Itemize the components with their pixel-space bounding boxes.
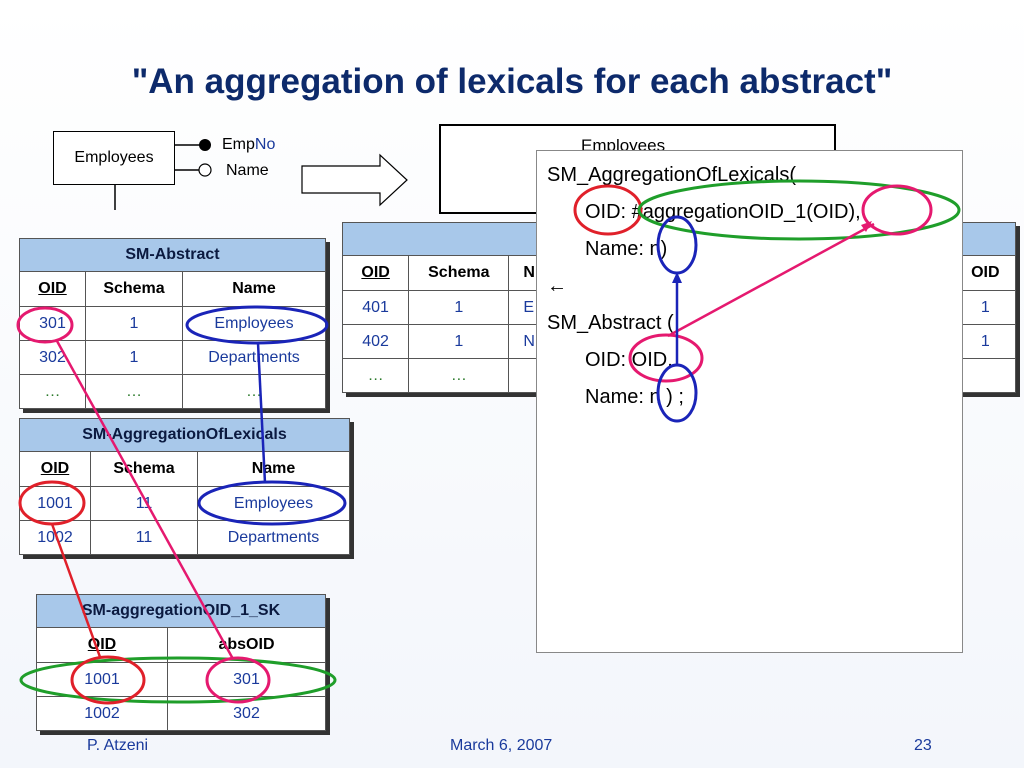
blue-link-abstract-to-aggregation (256, 342, 267, 484)
col-header: Schema (85, 271, 183, 307)
slide-title: "An aggregation of lexicals for each abs… (131, 62, 893, 101)
green-circle-rule-skolem (637, 179, 961, 241)
table-cell: 1001 (36, 662, 168, 697)
table-cell: 1 (85, 306, 183, 341)
col-header: Name (197, 451, 350, 487)
table-sm-aggregation-of-lexicals: SM-AggregationOfLexicals OID Schema Name… (19, 418, 350, 555)
blue-circle-rule-body-n (656, 363, 698, 423)
pink-circle-rule-oid-arg (861, 184, 933, 236)
transform-arrow-icon (301, 153, 408, 207)
pink-circle-abstract-oid (16, 306, 74, 344)
rule-head-oid: OID: #aggregationOID_1(OID), (585, 201, 861, 223)
table-cell: 1002 (19, 520, 91, 555)
blue-circle-aggregation-name (197, 480, 347, 526)
blue-circle-rule-head-n (656, 215, 698, 275)
red-link-aggregation-to-sk (50, 523, 102, 658)
col-header: Schema (408, 255, 510, 291)
col-header: OID (19, 271, 86, 307)
er-entity-employees: Employees (53, 131, 175, 185)
table-cell: … (19, 374, 86, 409)
table-cell: Employees (197, 486, 350, 521)
table-cell: Departments (182, 340, 326, 375)
col-header: absOID (167, 627, 326, 663)
red-circle-rule-oid (573, 184, 643, 236)
footer-author: P. Atzeni (87, 737, 149, 754)
pink-circle-rule-body-oid (628, 333, 704, 383)
table-sm-abstract: SM-Abstract OID Schema Name 301 1 Employ… (19, 238, 326, 409)
col-header: Name (182, 271, 326, 307)
attribute-dot (198, 163, 212, 177)
table-cell: … (341, 358, 410, 393)
arrowhead-icon (861, 221, 872, 232)
table-title: SM-Abstract (19, 238, 326, 272)
table-cell: … (408, 358, 510, 393)
pink-circle-sk-absoid (205, 656, 271, 704)
pink-link-abstract-to-sk (55, 340, 235, 660)
rule-head: SM_AggregationOfLexicals( (547, 164, 797, 186)
table-cell: 401 (341, 290, 410, 325)
footer-date: March 6, 2007 (450, 737, 553, 754)
red-circle-aggregation-oid (18, 480, 86, 526)
table-cell: … (182, 374, 326, 409)
table-cell: Departments (197, 520, 350, 555)
key-attribute-dot (199, 139, 211, 151)
table-cell: 11 (90, 520, 198, 555)
col-header: OID (341, 255, 410, 291)
attr-name: Name (226, 162, 269, 179)
table-cell: 1 (954, 324, 1017, 359)
table-cell: 302 (167, 696, 326, 731)
pink-link-body-to-head (667, 222, 875, 338)
arrowhead-icon (672, 272, 682, 283)
red-circle-sk-oid (70, 655, 146, 705)
table-cell: 1 (408, 290, 510, 325)
table-cell: 1 (85, 340, 183, 375)
table-title: SM-AggregationOfLexicals (19, 418, 350, 452)
rule-arrow: ← (547, 275, 567, 297)
rule-body: SM_Abstract ( (547, 312, 674, 334)
attr-empno: EmpNo (222, 136, 276, 153)
rule-head-name: Name: n) (585, 238, 668, 260)
green-circle-sk-row (19, 656, 337, 704)
table-cell: 301 (167, 662, 326, 697)
footer-page-number: 23 (914, 737, 932, 754)
blue-circle-abstract-name (185, 305, 329, 345)
